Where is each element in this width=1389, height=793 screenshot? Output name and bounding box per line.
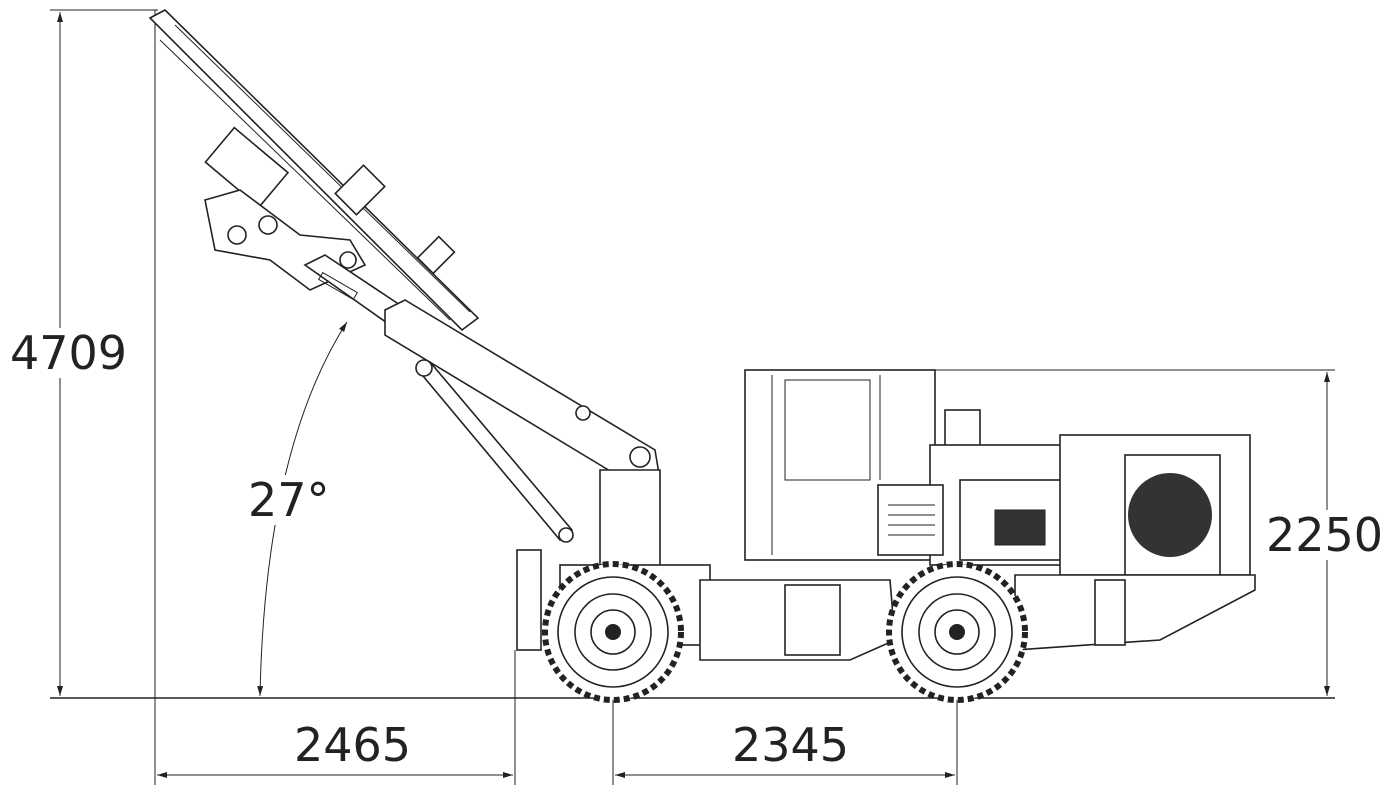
wheelbase-label: 2345 [728, 720, 854, 770]
boom-mount [599, 469, 661, 571]
front-stabilizer [516, 549, 542, 651]
exhaust-pipe [944, 409, 981, 451]
front-wheel [542, 561, 684, 703]
drill-feed [148, 9, 480, 332]
front-overhang-label: 2465 [290, 720, 416, 770]
panel-vent [994, 509, 1046, 546]
dimension-lines [50, 9, 1335, 785]
battery-box [784, 584, 841, 656]
cab-window [784, 379, 871, 481]
cab-height-label: 2250 [1262, 510, 1388, 560]
carrier-vehicle [516, 369, 1256, 661]
rear-frame [1014, 574, 1256, 651]
control-box [877, 484, 944, 556]
rotation-unit [204, 126, 290, 209]
boom-angle-label: 27° [244, 475, 334, 525]
overall-height-label: 4709 [6, 328, 132, 378]
boom-assembly [148, 9, 661, 571]
main-boom [384, 299, 661, 481]
boom-slot [317, 271, 359, 301]
control-box-grille [888, 504, 935, 536]
rear-wheel [886, 561, 1028, 703]
radiator-fan [1128, 473, 1212, 557]
